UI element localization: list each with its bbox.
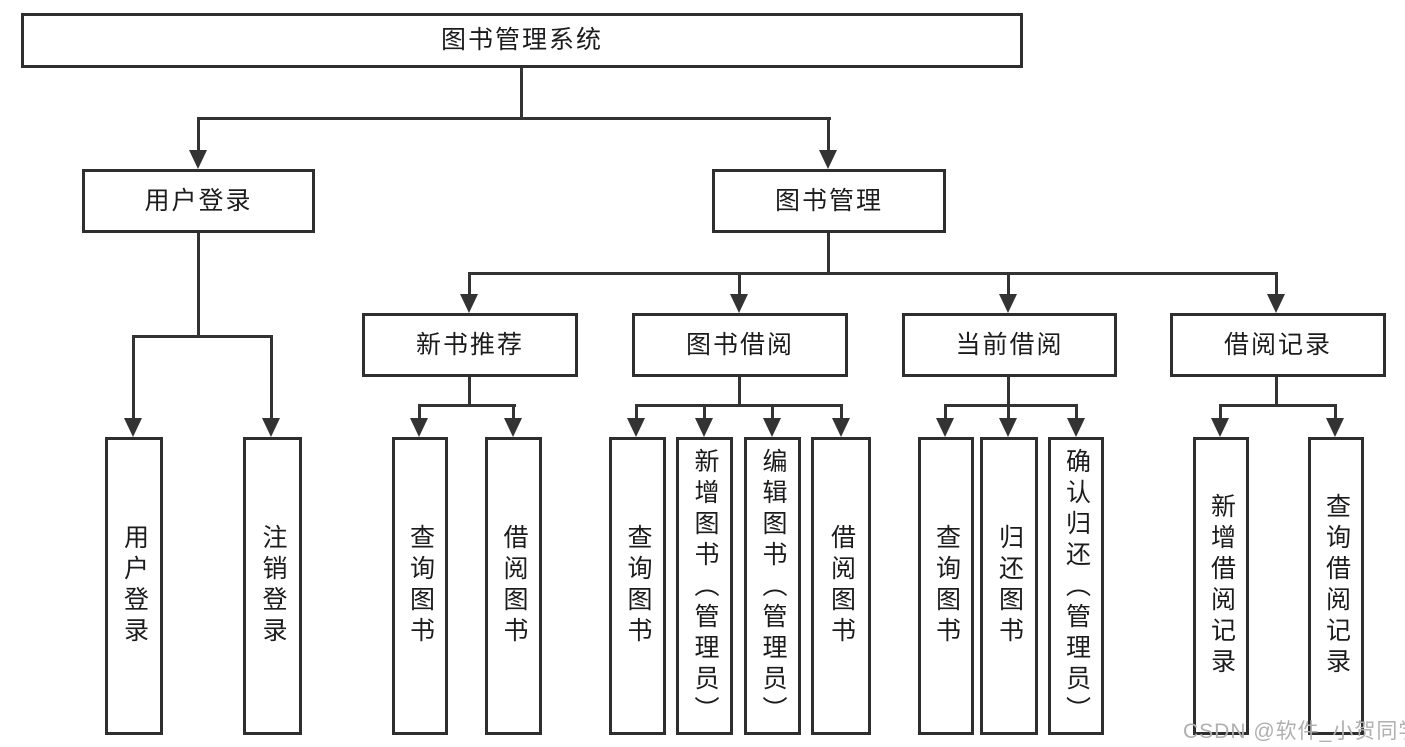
connector-to-login-2 — [270, 335, 273, 420]
arrowhead-new-2 — [504, 418, 522, 437]
arrowhead-borrow-3 — [763, 418, 781, 437]
connector-to-current-borrow — [1007, 272, 1010, 296]
connector-to-records-1 — [1219, 404, 1222, 420]
leaf-user-login: 用户登录 — [105, 437, 163, 735]
connector-user-login-split — [132, 335, 273, 338]
connector-current-borrow-split — [944, 404, 1078, 407]
leaf-new-query-books: 查询图书 — [392, 437, 448, 735]
arrowhead-current-3 — [1067, 418, 1085, 437]
connector-book-mgmt-stem — [827, 233, 830, 275]
connector-new-books-stem — [468, 377, 471, 407]
arrowhead-new-books — [460, 294, 478, 313]
leaf-logout: 注销登录 — [243, 437, 302, 735]
connector-book-borrow-split — [635, 404, 843, 407]
leaf-borrow-query-books: 查询图书 — [609, 437, 666, 735]
arrowhead-current-2 — [999, 418, 1017, 437]
connector-to-book-borrow — [738, 272, 741, 296]
node-book-borrow: 图书借阅 — [632, 313, 848, 377]
leaf-records-query-record: 查询借阅记录 — [1308, 437, 1364, 735]
connector-to-borrow-1 — [635, 404, 638, 420]
node-root-library-system: 图书管理系统 — [21, 13, 1023, 68]
connector-borrow-records-stem — [1275, 377, 1278, 407]
arrowhead-records-2 — [1326, 418, 1344, 437]
connector-to-borrow-records — [1275, 272, 1278, 296]
arrowhead-borrow-1 — [627, 418, 645, 437]
connector-borrow-records-split — [1219, 404, 1337, 407]
node-new-books: 新书推荐 — [362, 313, 578, 377]
leaf-borrow-borrow-books: 借阅图书 — [811, 437, 871, 735]
node-current-borrow: 当前借阅 — [902, 313, 1117, 377]
arrowhead-login-1 — [124, 418, 142, 437]
connector-new-books-split — [418, 404, 516, 407]
connector-root-stem — [520, 68, 523, 118]
arrowhead-book-mgmt — [819, 150, 837, 169]
connector-to-user-login — [197, 117, 200, 153]
connector-to-book-mgmt — [827, 117, 830, 153]
connector-to-borrow-2 — [703, 404, 706, 420]
arrowhead-current-1 — [936, 418, 954, 437]
arrowhead-login-2 — [262, 418, 280, 437]
arrowhead-records-1 — [1211, 418, 1229, 437]
node-user-login: 用户登录 — [82, 169, 315, 233]
connector-to-current-1 — [944, 404, 947, 420]
connector-to-new-1 — [418, 404, 421, 420]
connector-user-login-stem — [197, 233, 200, 338]
node-book-mgmt: 图书管理 — [712, 169, 946, 233]
arrowhead-borrow-2 — [695, 418, 713, 437]
arrowhead-new-1 — [410, 418, 428, 437]
csdn-watermark: CSDN @软件_小贺同学 — [1183, 720, 1405, 743]
connector-to-login-1 — [132, 335, 135, 420]
connector-to-records-2 — [1334, 404, 1337, 420]
connector-to-borrow-4 — [840, 404, 843, 420]
connector-current-borrow-stem — [1007, 377, 1010, 407]
connector-to-current-2 — [1007, 404, 1010, 420]
arrowhead-book-borrow — [730, 294, 748, 313]
connector-book-mgmt-split — [468, 272, 1278, 275]
node-borrow-records: 借阅记录 — [1170, 313, 1386, 377]
connector-to-borrow-3 — [771, 404, 774, 420]
leaf-borrow-edit-books-admin: 编辑图书（管理员） — [744, 437, 801, 735]
arrowhead-borrow-records — [1267, 294, 1285, 313]
leaf-current-return-books: 归还图书 — [980, 437, 1038, 735]
connector-book-borrow-stem — [738, 377, 741, 407]
connector-root-split — [197, 117, 831, 120]
leaf-current-confirm-return-admin: 确认归还（管理员） — [1048, 437, 1104, 735]
leaf-records-add-record: 新增借阅记录 — [1193, 437, 1249, 735]
leaf-current-query-books: 查询图书 — [918, 437, 974, 735]
connector-to-current-3 — [1075, 404, 1078, 420]
connector-to-new-2 — [512, 404, 515, 420]
arrowhead-current-borrow — [999, 294, 1017, 313]
connector-to-new-books — [468, 272, 471, 296]
leaf-new-borrow-books: 借阅图书 — [485, 437, 542, 735]
arrowhead-user-login — [189, 150, 207, 169]
arrowhead-borrow-4 — [832, 418, 850, 437]
leaf-borrow-add-books-admin: 新增图书（管理员） — [676, 437, 733, 735]
